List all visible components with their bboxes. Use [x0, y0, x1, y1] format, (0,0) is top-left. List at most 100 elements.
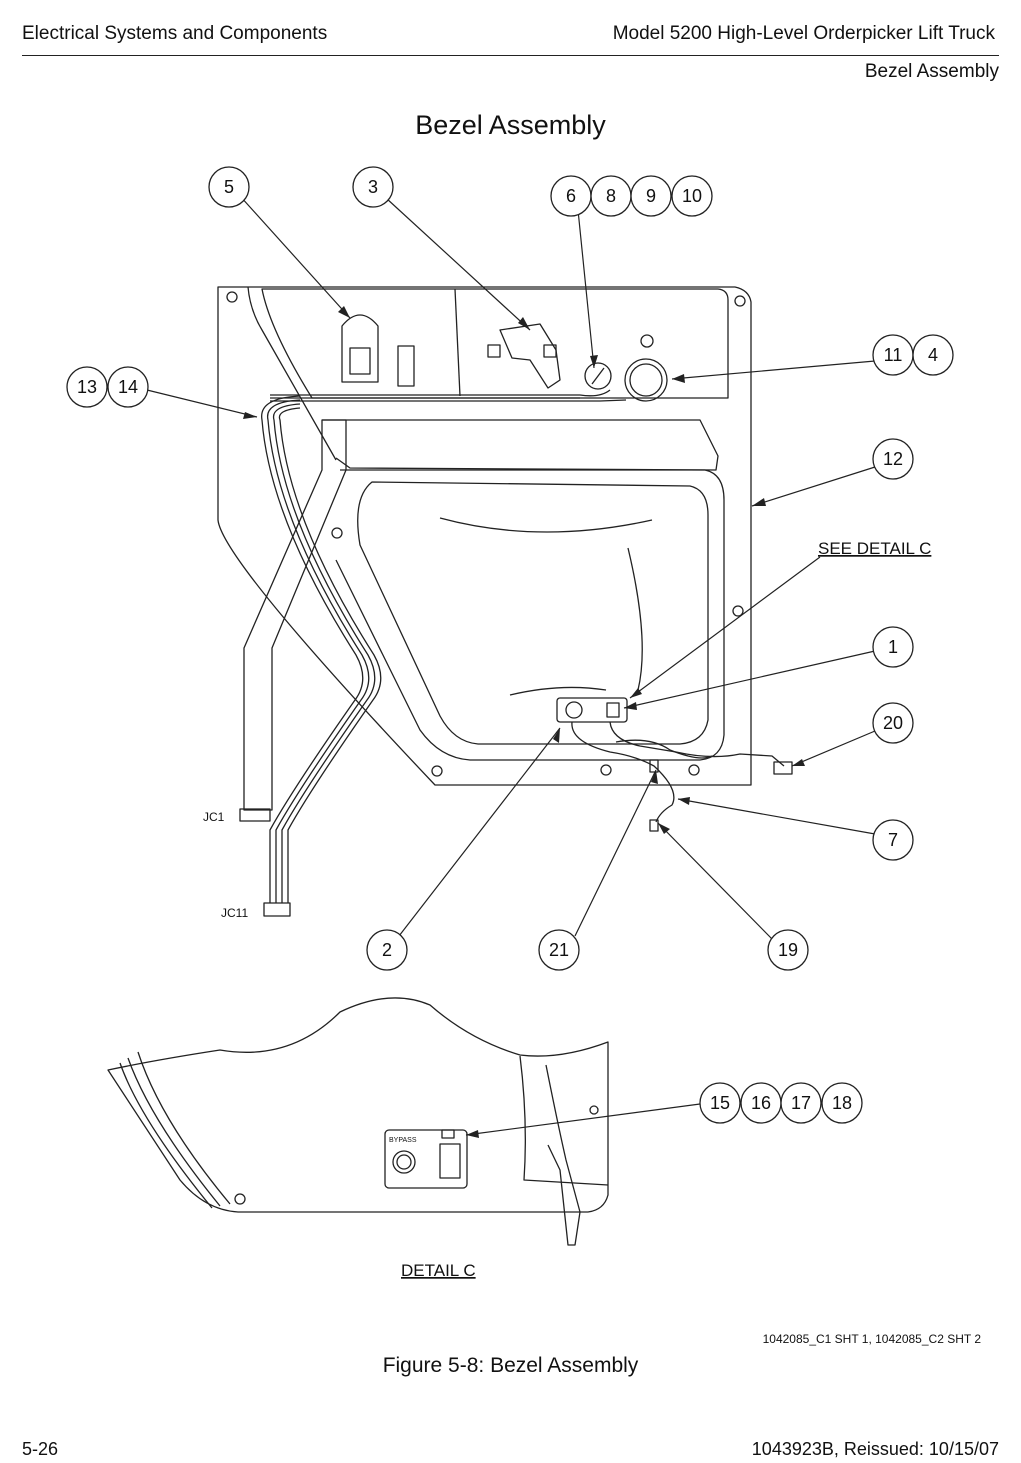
svg-text:8: 8	[606, 186, 616, 206]
bracket-icon-right	[543, 344, 557, 358]
mount-hole	[431, 765, 443, 777]
header-right-text: Model 5200 High-Level Orderpicker Lift T…	[612, 23, 995, 44]
leader-line	[671, 360, 876, 380]
detail-bypass-button	[392, 1150, 416, 1174]
callout-balloon: 13	[66, 366, 108, 408]
leader-arrowhead	[658, 823, 670, 834]
bezel-inner-edge	[247, 286, 337, 461]
callout-balloon: 18	[821, 1082, 863, 1124]
horn-button-inner	[629, 363, 663, 397]
indicator-legend	[397, 345, 415, 387]
detail-bypass-button-inner	[396, 1154, 412, 1170]
leader-line	[385, 197, 531, 331]
leader-arrowhead	[243, 412, 257, 419]
leader-line	[791, 730, 876, 767]
callout-balloon: 9	[630, 175, 672, 217]
callout-balloon: 5	[208, 166, 250, 208]
mount-hole	[331, 527, 343, 539]
pigtail-cable	[615, 739, 713, 759]
svg-text:9: 9	[646, 186, 656, 206]
callout-balloon: 14	[107, 366, 149, 408]
top-panel-outline	[261, 288, 729, 399]
top-panel-divider	[454, 288, 461, 397]
harness-cable	[261, 395, 364, 903]
leader-arrowhead	[792, 759, 805, 766]
header-section-text: Bezel Assembly	[864, 61, 999, 82]
svg-text:21: 21	[549, 940, 569, 960]
callout-balloon: 8	[590, 175, 632, 217]
detail-c-edge	[127, 1057, 221, 1207]
callout-balloon: 7	[872, 819, 914, 861]
leader-arrowhead	[590, 355, 598, 368]
callout-balloon: 1	[872, 626, 914, 668]
callout-balloon: 16	[740, 1082, 782, 1124]
bypass-module	[556, 697, 628, 723]
display-curve-bottom	[509, 686, 607, 696]
harness-top	[270, 389, 611, 397]
callout-balloon: 4	[912, 334, 954, 376]
leader-arrowhead	[752, 498, 766, 506]
leader-line	[239, 195, 351, 319]
svg-text:5: 5	[224, 177, 234, 197]
key-switch-slot	[591, 367, 605, 385]
leader-line	[629, 556, 821, 699]
drawing-number: 1042085_C1 SHT 1, 1042085_C2 SHT 2	[762, 1332, 981, 1346]
detail-bypass-switch	[439, 1143, 461, 1179]
bypass-label: BYPASS	[389, 1137, 417, 1144]
leader-line	[751, 466, 876, 507]
leader-arrowhead	[624, 702, 637, 710]
leader-arrowhead	[518, 317, 530, 330]
callout-balloon: 2	[366, 929, 408, 971]
svg-text:2: 2	[382, 940, 392, 960]
bezel-outline	[217, 286, 752, 786]
svg-text:1: 1	[888, 637, 898, 657]
svg-text:17: 17	[791, 1093, 811, 1113]
svg-text:15: 15	[710, 1093, 730, 1113]
detail-hole	[589, 1105, 599, 1115]
header-left-text: Electrical Systems and Components	[22, 23, 328, 44]
harness-top	[270, 399, 627, 402]
leader-line	[677, 798, 876, 835]
svg-text:13: 13	[77, 377, 97, 397]
header-rule	[22, 55, 999, 56]
mount-hole	[734, 295, 746, 307]
mount-hole	[600, 764, 612, 776]
leader-line	[398, 727, 561, 937]
leader-arrowhead	[651, 770, 658, 784]
callout-balloon: 19	[767, 929, 809, 971]
svg-text:3: 3	[368, 177, 378, 197]
detail-c-bracket	[545, 1064, 581, 1246]
harness-cable	[266, 399, 370, 903]
connector-jc1	[239, 808, 271, 822]
detail-bypass-switch-icon	[441, 1129, 455, 1139]
leader-arrowhead	[630, 688, 642, 698]
connector-jc11	[263, 902, 291, 917]
svg-text:19: 19	[778, 940, 798, 960]
detail-bypass-module	[384, 1129, 468, 1189]
key-switch	[584, 362, 612, 390]
callout-balloon: 6	[550, 175, 592, 217]
horn-symbol-icon	[640, 334, 654, 348]
callout-balloon: 10	[671, 175, 713, 217]
key-label-plate	[341, 314, 379, 383]
leader-line	[577, 209, 595, 369]
leader-arrowhead	[553, 728, 560, 743]
tie-wrap	[649, 759, 659, 773]
callout-balloon: 21	[538, 929, 580, 971]
switch-bracket	[499, 323, 561, 389]
callout-balloon: 3	[352, 166, 394, 208]
display-recess-outer	[335, 469, 725, 761]
harness-cable	[272, 403, 376, 903]
svg-text:10: 10	[682, 186, 702, 206]
bypass-button	[565, 701, 583, 719]
leader-line	[657, 822, 774, 941]
svg-text:6: 6	[566, 186, 576, 206]
svg-text:18: 18	[832, 1093, 852, 1113]
callout-balloon: 11	[872, 334, 914, 376]
svg-text:12: 12	[883, 449, 903, 469]
mount-hole	[226, 291, 238, 303]
leader-line	[146, 389, 258, 418]
svg-text:20: 20	[883, 713, 903, 733]
svg-text:4: 4	[928, 345, 938, 365]
leader-line	[623, 650, 876, 709]
